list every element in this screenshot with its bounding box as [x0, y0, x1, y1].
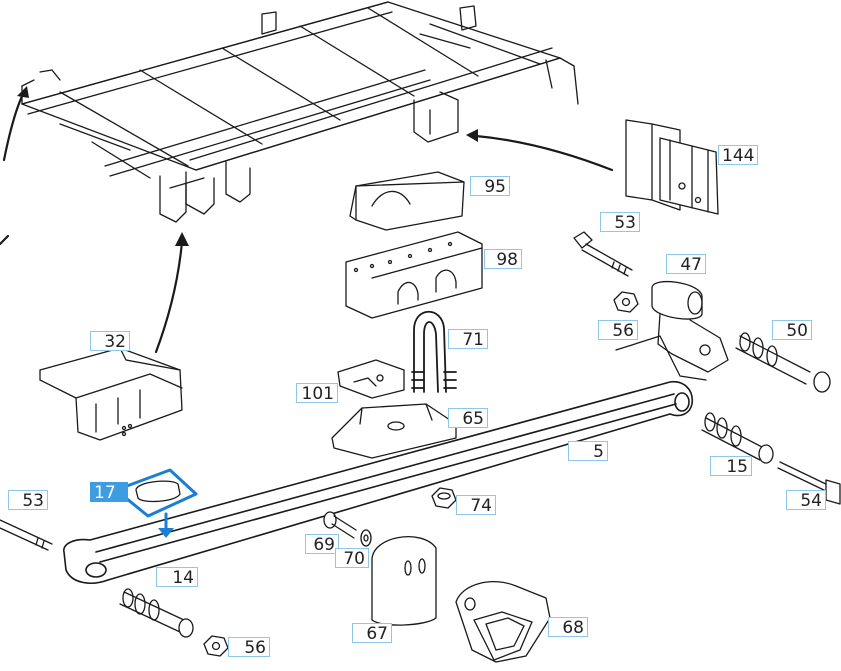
assembly-arrows — [0, 90, 614, 354]
spring-pad-17 — [114, 468, 198, 538]
callout-65[interactable]: 65 — [448, 408, 488, 429]
callout-95[interactable]: 95 — [470, 176, 510, 197]
callout-15[interactable]: 15 — [710, 456, 752, 477]
leaf-spring-5 — [63, 380, 694, 584]
washer-70 — [360, 529, 372, 547]
callout-50[interactable]: 50 — [772, 320, 812, 341]
callout-71[interactable]: 71 — [448, 329, 488, 350]
nut-56-lower — [203, 635, 229, 657]
callout-47[interactable]: 47 — [666, 254, 706, 275]
bump-stop-67 — [371, 536, 437, 626]
callout-56-lower[interactable]: 56 — [228, 637, 270, 658]
bushing-14 — [119, 588, 194, 638]
bolt-53-upper — [573, 231, 633, 277]
callout-53-upper[interactable]: 53 — [600, 212, 640, 233]
callout-144[interactable]: 144 — [718, 145, 758, 166]
shackle-47 — [615, 280, 729, 381]
bushing-50 — [735, 332, 831, 393]
callout-17[interactable]: 17 — [90, 482, 128, 503]
spring-wedge-95 — [349, 171, 465, 231]
callout-56-upper[interactable]: 56 — [598, 320, 638, 341]
bolt-53-lower — [0, 519, 53, 551]
callout-53-lower[interactable]: 53 — [8, 490, 48, 511]
bolt-69 — [323, 511, 357, 539]
bolt-54 — [777, 461, 841, 505]
callout-68[interactable]: 68 — [548, 617, 588, 638]
frame-bracket-32 — [39, 347, 183, 441]
u-bolt-71 — [411, 310, 457, 393]
vehicle-frame — [21, 1, 579, 223]
callout-98[interactable]: 98 — [484, 249, 522, 270]
callout-74[interactable]: 74 — [456, 495, 496, 516]
callout-54[interactable]: 54 — [786, 490, 826, 511]
nut-74 — [431, 487, 457, 509]
callout-69[interactable]: 69 — [305, 534, 339, 555]
callout-67[interactable]: 67 — [352, 623, 392, 644]
callout-32[interactable]: 32 — [90, 331, 130, 352]
callout-101[interactable]: 101 — [296, 383, 338, 404]
spring-seat-65 — [331, 403, 457, 459]
frame-bracket-144 — [625, 119, 719, 215]
callout-14[interactable]: 14 — [156, 567, 198, 588]
spacer-101 — [337, 359, 405, 399]
mounting-plate-98 — [345, 231, 483, 319]
nut-56-upper — [613, 291, 639, 313]
callout-70[interactable]: 70 — [335, 548, 369, 569]
bushing-15 — [701, 412, 774, 464]
rubber-mount-68 — [455, 581, 551, 663]
callout-5[interactable]: 5 — [568, 441, 608, 462]
